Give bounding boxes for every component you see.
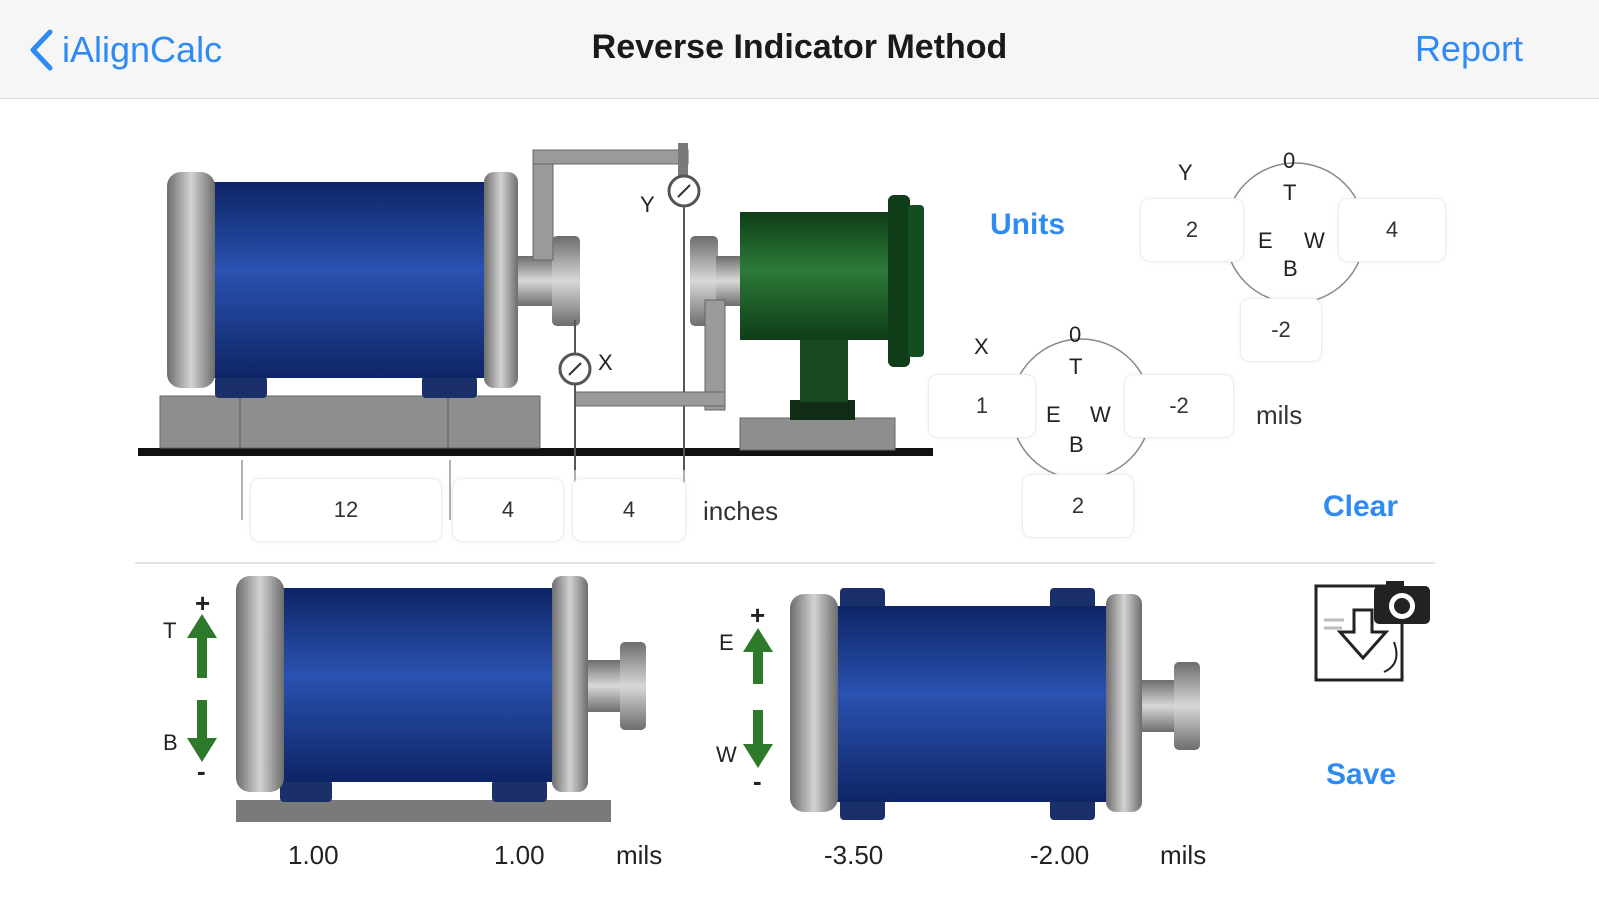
dial-y-bottom: B — [1283, 256, 1298, 281]
navigation-bar: iAlignCalc Reverse Indicator Method Repo… — [0, 0, 1599, 99]
readings-unit-label: mils — [1256, 400, 1303, 430]
back-button-label: iAlignCalc — [62, 29, 223, 70]
motor-base — [159, 395, 541, 449]
back-button[interactable]: iAlignCalc — [28, 22, 222, 78]
dial-y-east-input[interactable]: 2 — [1140, 198, 1244, 262]
horizontal-unit-label: mils — [1160, 840, 1207, 870]
indicator-y-label: Y — [640, 192, 655, 217]
dial-x-east: E — [1046, 402, 1061, 427]
dial-y-bottom-input[interactable]: -2 — [1240, 298, 1322, 362]
vertical-bottom-label: B — [163, 730, 178, 755]
dial-y-east: E — [1258, 228, 1273, 253]
vertical-minus-label: - — [197, 756, 206, 786]
page-title: Reverse Indicator Method — [591, 28, 1008, 66]
horizontal-back-value: -2.00 — [1030, 840, 1090, 870]
dial-y-zero: 0 — [1283, 148, 1296, 173]
dimension-input-3[interactable]: 4 — [572, 478, 686, 542]
dial-y-top: T — [1283, 180, 1297, 205]
dimension-input-1[interactable]: 12 — [250, 478, 442, 542]
horizontal-front-value: -3.50 — [824, 840, 884, 870]
dial-x-bottom: B — [1069, 432, 1084, 457]
vertical-front-value: 1.00 — [288, 840, 339, 870]
horizontal-minus-label: - — [753, 766, 762, 796]
vertical-back-value: 1.00 — [494, 840, 545, 870]
save-button[interactable]: Save — [1326, 758, 1397, 791]
dimension-input-2[interactable]: 4 — [452, 478, 564, 542]
vertical-unit-label: mils — [616, 840, 663, 870]
motor-body — [212, 182, 487, 378]
vertical-plus-label: + — [195, 588, 211, 618]
dial-x-west-input[interactable]: -2 — [1124, 374, 1234, 438]
dial-x-label: X — [974, 334, 989, 359]
dial-y-west: W — [1304, 228, 1325, 253]
dial-x-west: W — [1090, 402, 1111, 427]
report-button[interactable]: Report — [1414, 28, 1523, 69]
save-camera-icon[interactable] — [1314, 580, 1432, 684]
dial-x-east-input[interactable]: 1 — [928, 374, 1036, 438]
chevron-left-icon — [30, 29, 53, 71]
vertical-top-label: T — [163, 618, 177, 643]
pump-base — [739, 417, 896, 451]
dial-y-label: Y — [1178, 160, 1193, 185]
indicator-x-label: X — [598, 350, 613, 375]
vertical-motor-body — [280, 588, 555, 782]
horizontal-east-label: E — [719, 630, 734, 655]
horizontal-motor-body — [834, 606, 1109, 802]
horizontal-west-label: W — [716, 742, 737, 767]
dial-x-top: T — [1069, 354, 1083, 379]
units-button[interactable]: Units — [990, 208, 1065, 241]
section-divider — [135, 562, 1435, 564]
dial-x-zero: 0 — [1069, 322, 1082, 347]
horizontal-plus-label: + — [750, 600, 766, 630]
dial-y-west-input[interactable]: 4 — [1338, 198, 1446, 262]
pump-body — [740, 212, 890, 340]
dimension-unit-label: inches — [703, 496, 779, 526]
dial-x-bottom-input[interactable]: 2 — [1022, 474, 1134, 538]
clear-button[interactable]: Clear — [1323, 490, 1399, 523]
